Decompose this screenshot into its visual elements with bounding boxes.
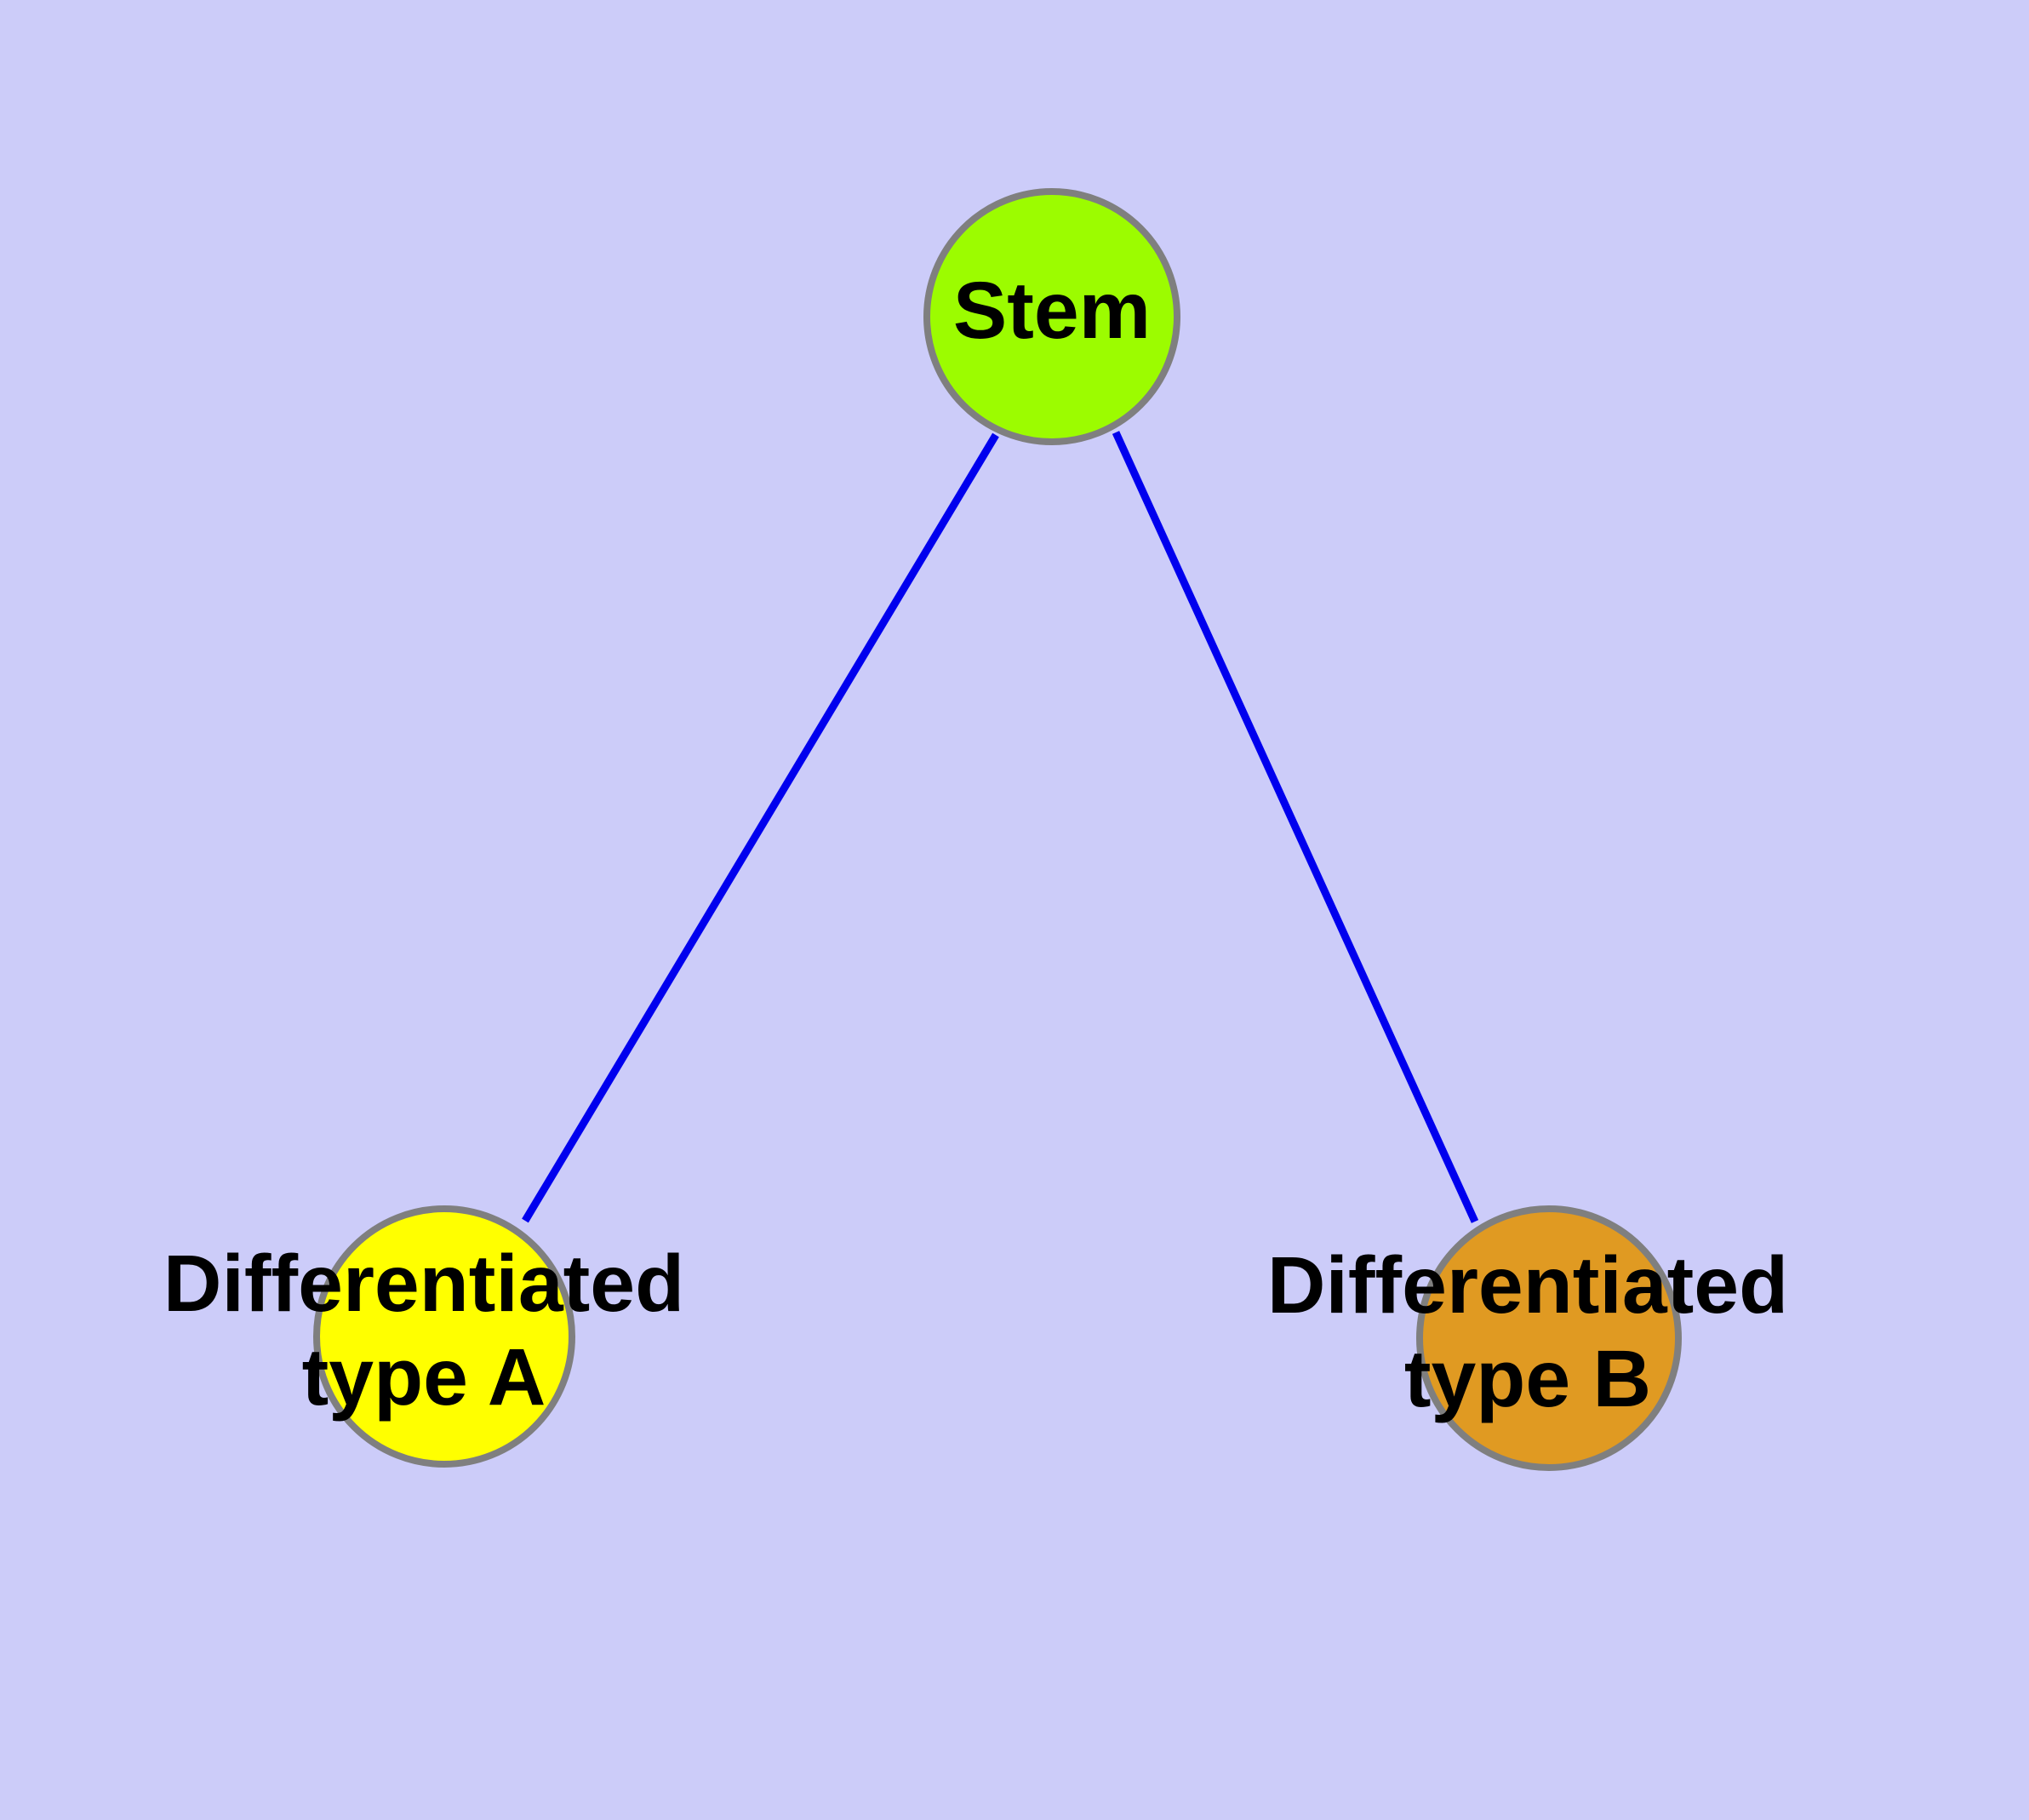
node-label-line: Differentiated bbox=[163, 1239, 684, 1329]
edge-stem-to-type-a[interactable] bbox=[522, 432, 999, 1223]
edge-layer bbox=[522, 431, 1479, 1223]
node-differentiated-type-a[interactable] bbox=[313, 1205, 575, 1468]
node-layer bbox=[313, 188, 1682, 1471]
node-differentiated-type-b[interactable] bbox=[1416, 1205, 1682, 1471]
node-label-stem: Stem bbox=[953, 266, 1151, 356]
node-label-line: type B bbox=[1404, 1334, 1651, 1424]
node-stem[interactable] bbox=[923, 188, 1180, 445]
node-label-line: type A bbox=[302, 1332, 546, 1422]
node-label-line: Differentiated bbox=[1267, 1240, 1788, 1331]
node-label-line: Stem bbox=[953, 266, 1151, 356]
edge-stem-to-type-b[interactable] bbox=[1112, 431, 1479, 1223]
